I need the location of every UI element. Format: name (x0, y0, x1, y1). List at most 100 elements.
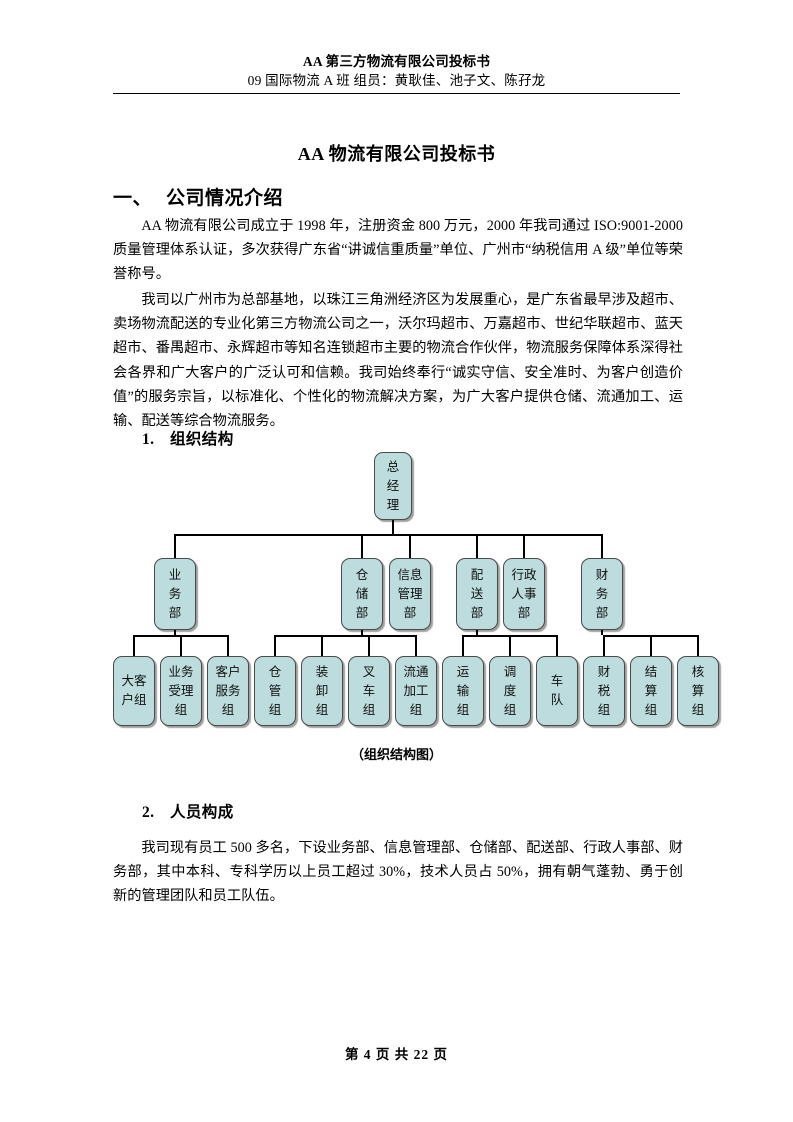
org-node-text: 装 (315, 664, 329, 679)
org-chart: 总经理业务部仓储部信息管理部配送部行政人事部财务部大客户组业务受理组客户服务组仓… (0, 448, 793, 748)
connector-to-tax (602, 635, 606, 656)
org-node-text: 组 (644, 702, 658, 717)
connector-to-warehouse (360, 534, 364, 558)
connector-to-delivery (475, 534, 479, 558)
subsection-number: 1. (142, 431, 155, 448)
org-node-text: 输 (456, 683, 470, 698)
org-node-text: 叉 (362, 664, 376, 679)
connector-warehouse-bus (273, 635, 418, 638)
org-node-text: 户组 (121, 693, 147, 707)
org-node-text: 组 (315, 702, 329, 717)
org-node-text: 车 (362, 683, 376, 698)
org-node-text: 财 (597, 664, 611, 679)
org-node-text: 受理 (168, 683, 194, 698)
org-node-keyaccount: 大客户组 (113, 656, 155, 726)
org-node-text: 卸 (315, 683, 329, 698)
connector-to-finance (600, 534, 604, 558)
org-node-text: 管理 (397, 586, 423, 601)
org-node-processing: 流通加工组 (395, 656, 437, 726)
org-node-text: 流通 (403, 664, 429, 679)
org-node-text: 加工 (403, 683, 429, 698)
connector-level2-bus (173, 534, 604, 537)
connector-to-storekeep (273, 635, 277, 656)
org-node-finance: 财务部 (581, 558, 623, 630)
org-node-warehouse: 仓储部 (341, 558, 383, 630)
org-node-storekeep: 仓管组 (254, 656, 296, 726)
org-node-text: 车 (550, 674, 564, 688)
connector-to-keyaccount (132, 635, 136, 656)
org-node-text: 组 (362, 702, 376, 717)
org-node-text: 度 (503, 683, 517, 698)
org-node-text: 仓 (268, 664, 282, 679)
org-node-text: 调 (503, 664, 517, 679)
org-node-text: 行政 (511, 567, 537, 582)
org-node-text: 队 (550, 693, 564, 707)
org-node-text: 部 (517, 605, 531, 620)
connector-to-info (408, 534, 412, 558)
org-node-text: 组 (691, 702, 705, 717)
org-node-text: 经 (386, 478, 400, 493)
subsection-heading-staff-composition: 2.人员构成 (142, 800, 234, 822)
connector-finance-stem (600, 630, 604, 635)
org-node-text: 部 (168, 605, 182, 620)
org-node-text: 算 (644, 683, 658, 698)
org-node-text: 税 (597, 683, 611, 698)
org-node-gm: 总经理 (374, 452, 412, 520)
connector-to-processing (414, 635, 418, 656)
connector-to-acceptance (179, 635, 183, 656)
page-title: AA 物流有限公司投标书 (297, 144, 496, 164)
org-node-delivery: 配送部 (456, 558, 498, 630)
org-node-text: 人事 (511, 586, 537, 601)
org-chart-caption: （组织结构图） (350, 747, 442, 762)
connector-to-dispatch (508, 635, 512, 656)
org-node-text: 业务 (168, 664, 194, 679)
paragraph-company-profile: AA 物流有限公司成立于 1998 年，注册资金 800 万元，2000 年我司… (113, 218, 683, 283)
connector-to-forklift (367, 635, 371, 656)
org-node-text: 部 (403, 605, 417, 620)
org-node-text: 总 (386, 459, 400, 474)
running-header: AA 第三方物流有限公司投标书 09 国际物流 A 班 组员：黄耿佳、池子文、陈… (113, 52, 680, 90)
header-divider (113, 93, 680, 94)
connector-root-stem (391, 520, 395, 534)
org-node-text: 管 (268, 683, 282, 698)
org-node-text: 组 (456, 702, 470, 717)
org-node-text: 组 (221, 702, 235, 717)
header-line-2: 09 国际物流 A 班 组员：黄耿佳、池子文、陈孖龙 (247, 73, 546, 88)
connector-delivery-stem (475, 630, 479, 635)
org-node-text: 组 (503, 702, 517, 717)
org-node-text: 部 (595, 605, 609, 620)
org-node-text: 部 (355, 605, 369, 620)
connector-to-custserv (226, 635, 230, 656)
org-node-transport: 运输组 (442, 656, 484, 726)
org-node-text: 信息 (397, 567, 423, 582)
connector-warehouse-stem (360, 630, 364, 635)
org-node-text: 大客 (121, 674, 147, 688)
org-node-accounting: 核算组 (677, 656, 719, 726)
org-node-text: 运 (456, 664, 470, 679)
connector-to-settlement (649, 635, 653, 656)
org-node-text: 组 (174, 702, 188, 717)
org-node-text: 结 (644, 664, 658, 679)
header-line-1: AA 第三方物流有限公司投标书 (302, 54, 491, 69)
org-node-custserv: 客户服务组 (207, 656, 249, 726)
connector-to-admin (522, 534, 526, 558)
org-node-text: 部 (470, 605, 484, 620)
paragraph-company-positioning: 我司以广州市为总部基地，以珠江三角洲经济区为发展重心，是广东省最早涉及超市、卖场… (113, 292, 683, 430)
connector-sales-stem (173, 630, 177, 635)
org-node-text: 服务 (215, 683, 241, 698)
org-node-text: 财 (595, 567, 609, 582)
page-footer: 第 4 页 共 22 页 (344, 1047, 449, 1062)
connector-to-fleet (555, 635, 559, 656)
connector-to-transport (461, 635, 465, 656)
org-node-settlement: 结算组 (630, 656, 672, 726)
org-node-text: 送 (470, 586, 484, 601)
org-node-text: 理 (386, 497, 400, 512)
connector-to-accounting (696, 635, 700, 656)
paragraph-staff-composition: 我司现有员工 500 多名，下设业务部、信息管理部、仓储部、配送部、行政人事部、… (113, 840, 683, 905)
org-node-text: 务 (595, 586, 609, 601)
org-node-text: 客户 (215, 664, 241, 679)
org-node-fleet: 车队 (536, 656, 578, 726)
org-node-text: 算 (691, 683, 705, 698)
org-node-text: 务 (168, 586, 182, 601)
